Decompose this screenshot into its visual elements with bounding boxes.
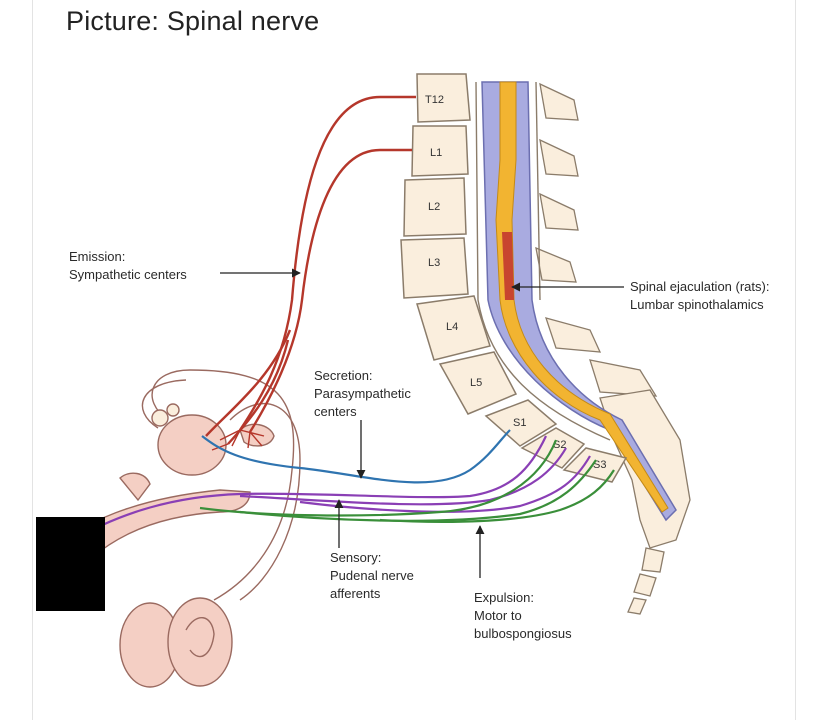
sympathetic-branches (211, 429, 265, 451)
sensory-nerves (59, 435, 591, 549)
vertebra-s1 (484, 399, 558, 447)
page-title: Picture: Spinal nerve (66, 6, 320, 36)
parasympathetic-nerve (201, 429, 511, 484)
vertebra-label-l1: L1 (430, 147, 442, 159)
motor-nerves (199, 439, 615, 523)
label-sensory: Sensory: Pudenal nerve afferents (330, 550, 417, 601)
card-border-right (795, 0, 796, 720)
vertebra-label-t12: T12 (425, 94, 444, 106)
lumbar-spinothalamic-segment (502, 232, 514, 300)
vertebra-l2 (403, 177, 467, 237)
vertebra-l4 (416, 295, 491, 361)
vertebra-l5 (438, 351, 518, 415)
redaction-box (36, 517, 105, 611)
label-secretion: Secretion: Parasympathetic centers (314, 368, 414, 419)
vertebra-label-l5: L5 (470, 377, 482, 389)
central-canal (495, 81, 669, 513)
label-spinal-ejaculation: Spinal ejaculation (rats): Lumbar spinot… (630, 279, 773, 312)
cord-outline-back (535, 81, 541, 301)
vertebra-l3 (400, 237, 469, 299)
vertebra-l1 (411, 125, 469, 177)
card-border-left (32, 0, 33, 720)
vertebra-label-s3: S3 (593, 459, 606, 471)
label-emission: Emission: Sympathetic centers (69, 249, 187, 282)
vertebra-t12 (416, 73, 471, 123)
vertebra-label-l2: L2 (428, 201, 440, 213)
sympathetic-nerves (205, 95, 416, 445)
vertebra-label-l4: L4 (446, 321, 458, 333)
vertebra-label-s1: S1 (513, 417, 526, 429)
vertebra-label-l3: L3 (428, 257, 440, 269)
spinous-processes (535, 82, 658, 397)
cord-outline-front (475, 81, 611, 441)
label-expulsion: Expulsion: Motor to bulbospongiosus (474, 590, 572, 641)
